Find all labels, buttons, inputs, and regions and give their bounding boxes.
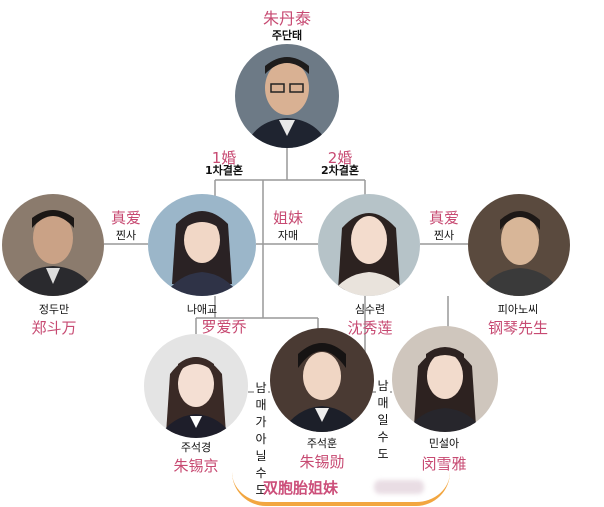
love-left-cn: 真爱 (110, 209, 142, 227)
sisters-cn: 姐妹 (272, 209, 304, 227)
avatar-minxueya (392, 326, 498, 432)
avatar-shen (318, 194, 420, 296)
father-name-cn: 朱丹泰 (262, 9, 312, 28)
avatar-xixun (270, 328, 374, 432)
love-right-cn: 真爱 (428, 209, 460, 227)
siblings-maybe-note: 남매일수도 (376, 378, 390, 463)
twins-label: 双胞胎姐妹 (263, 479, 339, 497)
pianist-name-ko: 피아노씨 (497, 303, 539, 316)
avatar-pianist (468, 194, 570, 296)
avatar-luo (148, 194, 256, 296)
marriage1-ko: 1차결혼 (204, 164, 244, 177)
love-right-ko: 찐사 (433, 229, 455, 242)
xixun-name-ko: 주석훈 (306, 437, 338, 450)
minxueya-name-cn: 闵雪雅 (421, 455, 467, 473)
pianist-name-cn: 钢琴先生 (487, 319, 549, 337)
twins-underline (232, 472, 450, 506)
blurred-watermark (374, 480, 424, 494)
sisters-ko: 자매 (277, 229, 299, 242)
love-left-ko: 찐사 (115, 229, 137, 242)
marriage2-ko: 2차결혼 (320, 164, 360, 177)
zheng-name-ko: 정두만 (38, 303, 70, 316)
xijing-name-cn: 朱锡京 (173, 457, 219, 475)
minxueya-name-ko: 민설아 (428, 437, 460, 450)
xixun-name-cn: 朱锡勋 (299, 453, 345, 471)
avatar-zheng (2, 194, 104, 296)
zheng-name-cn: 郑斗万 (31, 319, 77, 337)
luo-name-ko: 나애교 (186, 303, 218, 316)
marriage2-cn: 2婚 (327, 149, 353, 167)
luo-name-cn: 罗爱乔 (201, 318, 247, 336)
xijing-name-ko: 주석경 (180, 441, 212, 454)
father-name-ko: 주단태 (271, 29, 303, 42)
shen-name-cn: 沈秀莲 (347, 319, 393, 337)
shen-name-ko: 심수련 (354, 303, 386, 316)
marriage1-cn: 1婚 (211, 149, 237, 167)
avatar-xijing (144, 334, 248, 438)
avatar-father (235, 44, 339, 148)
